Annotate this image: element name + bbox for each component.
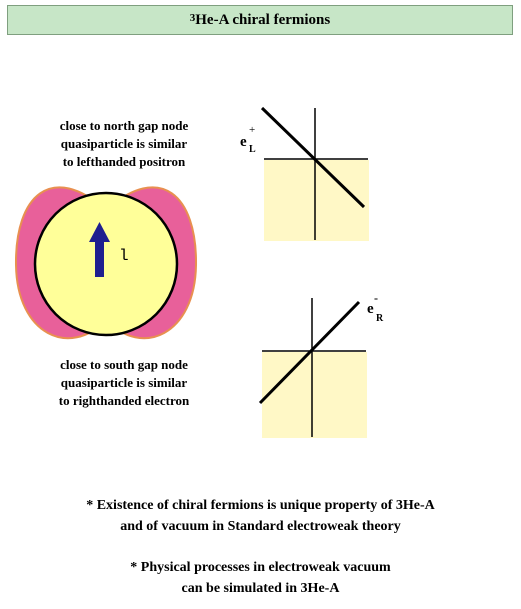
north-particle-charge: + — [249, 124, 256, 136]
north-spectrum — [260, 106, 369, 241]
note-chiral-fermions: * Existence of chiral fermions is unique… — [0, 495, 521, 537]
south-spectrum — [258, 298, 367, 438]
note-electroweak-simulation: * Physical processes in electroweak vacu… — [0, 557, 521, 599]
note2-line-2: can be simulated in 3He-A — [181, 581, 340, 596]
south-node-description: close to south gap node quasiparticle is… — [24, 356, 224, 410]
north-dispersion-line — [260, 106, 366, 209]
north-particle-chirality: L — [249, 144, 256, 155]
south-line-3: to righthanded electron — [58, 393, 190, 408]
north-fermi-sea — [264, 160, 369, 241]
north-line-1: close to north gap node — [59, 118, 189, 133]
note1-line-1: * Existence of chiral fermions is unique… — [86, 498, 435, 513]
south-line-2: quasiparticle is similar — [60, 375, 188, 390]
fermi-sphere — [33, 191, 179, 337]
south-fermi-sea — [262, 352, 367, 438]
gap-function-shape — [14, 186, 198, 340]
south-particle-label: e — [367, 301, 374, 318]
north-particle-symbol: e — [240, 134, 247, 150]
south-line-1: close to south gap node — [60, 357, 188, 372]
south-particle-chirality: R — [376, 313, 384, 324]
south-particle-symbol: e — [367, 301, 374, 317]
title-bar: 3 He-A chiral fermions — [7, 5, 513, 35]
l-vector-label: l — [119, 247, 129, 265]
north-line-2: quasiparticle is similar — [60, 136, 188, 151]
south-particle-charge: - — [374, 291, 378, 305]
north-particle-label: e — [240, 134, 247, 151]
north-line-3: to lefthanded positron — [62, 154, 186, 169]
note2-line-1: * Physical processes in electroweak vacu… — [130, 560, 391, 575]
north-node-description: close to north gap node quasiparticle is… — [24, 117, 224, 171]
south-dispersion-line — [258, 300, 361, 405]
note1-line-2: and of vacuum in Standard electroweak th… — [120, 519, 401, 534]
title-text: He-A chiral fermions — [195, 11, 331, 28]
title-superscript: 3 — [189, 12, 196, 24]
l-vector-arrow — [89, 222, 110, 277]
